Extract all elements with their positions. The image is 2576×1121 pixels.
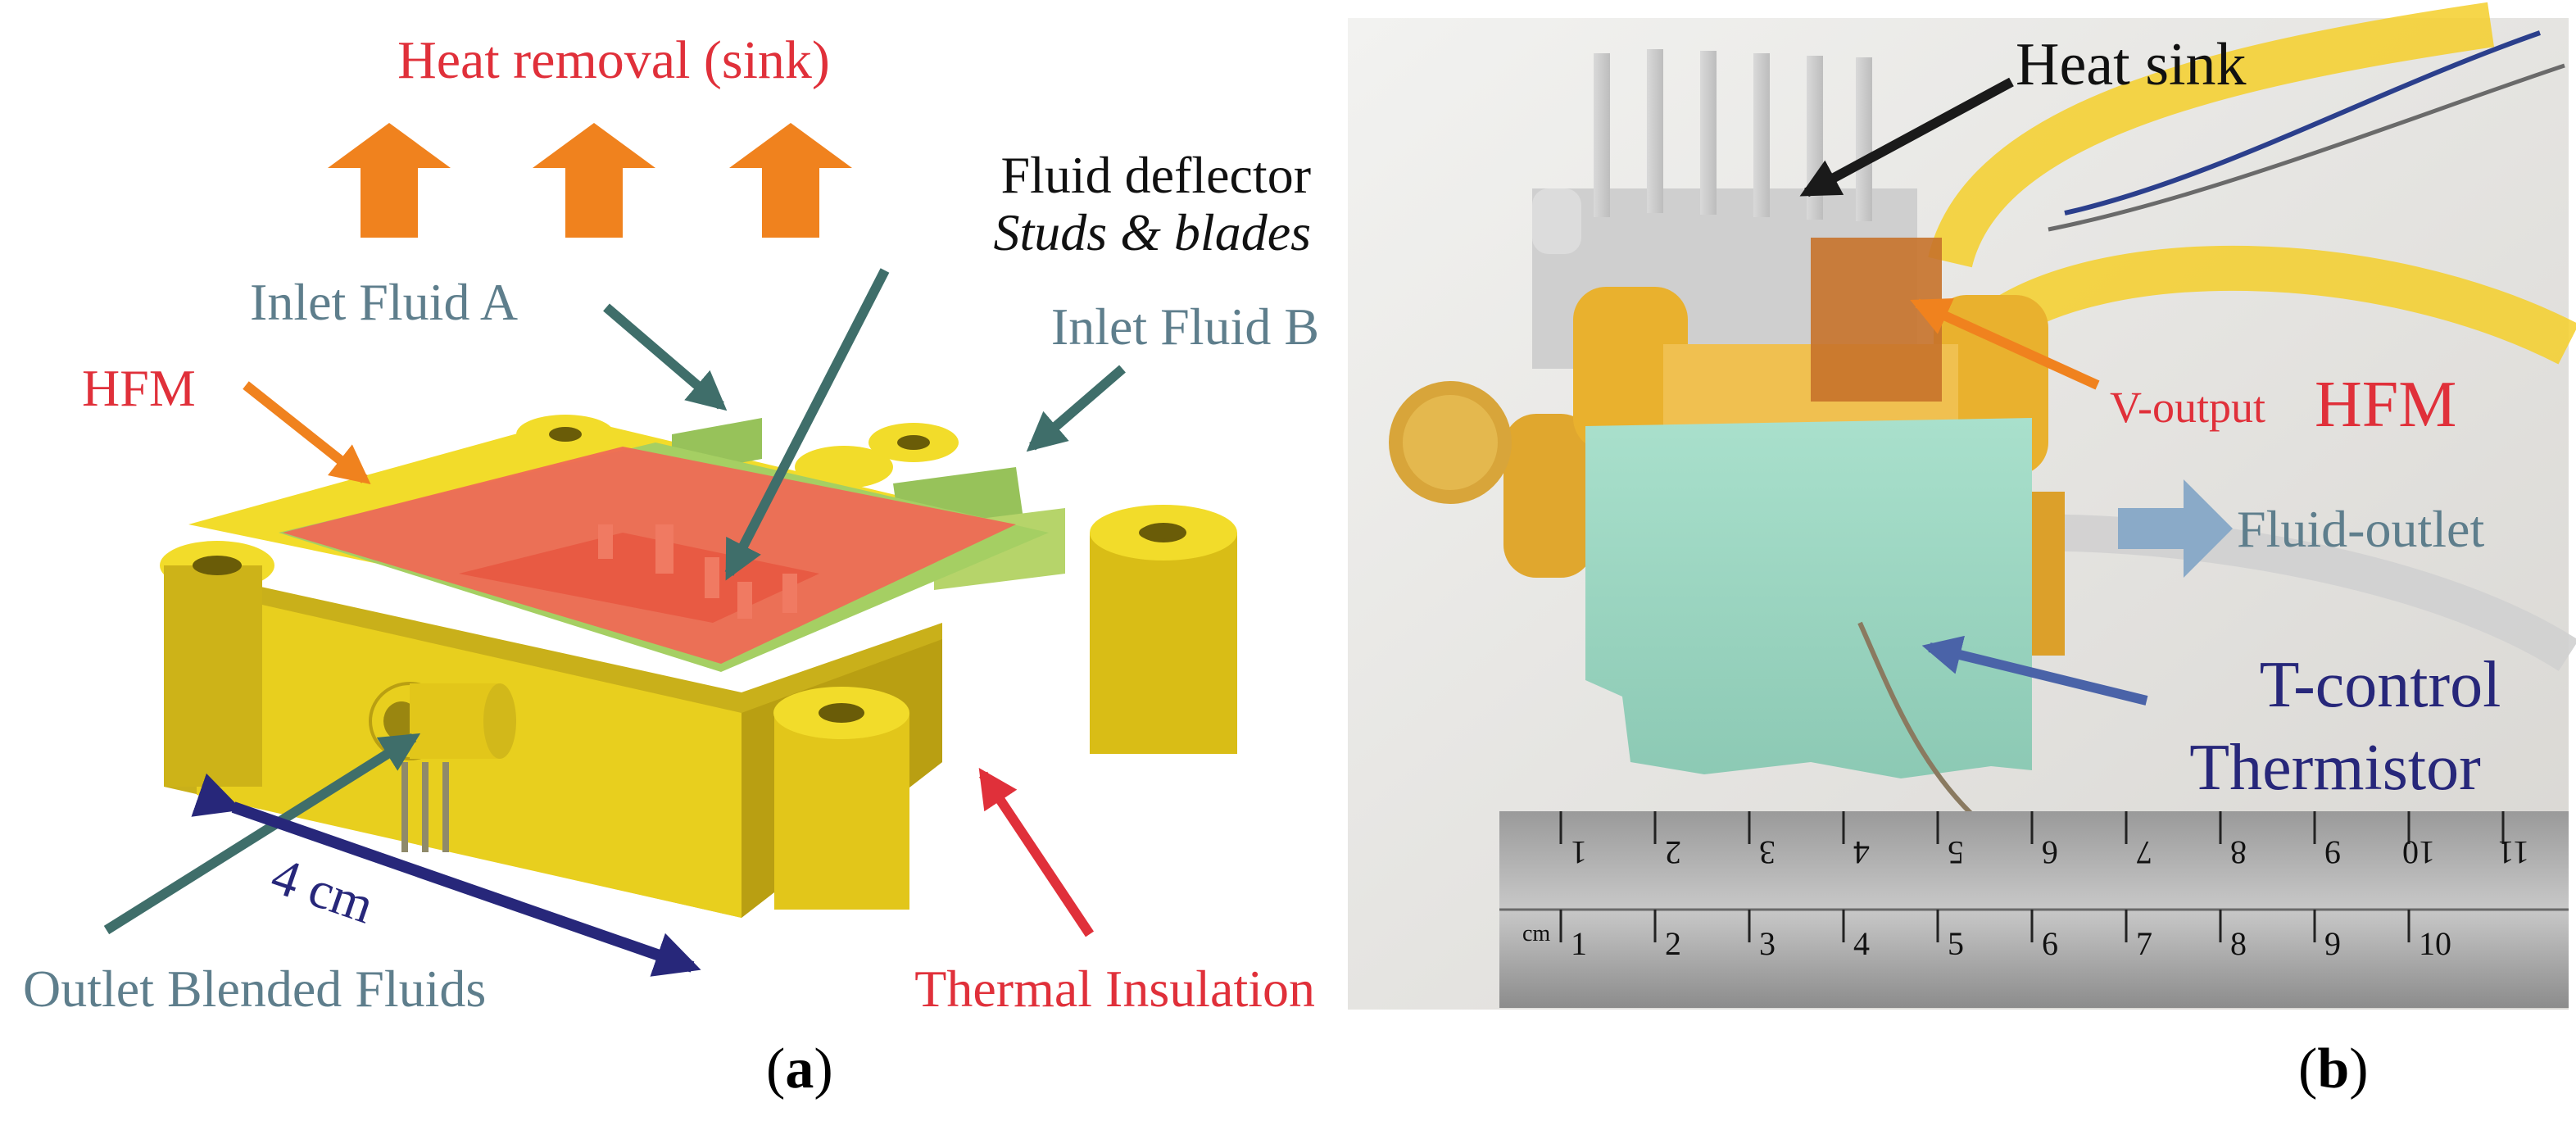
label-fluid-deflector: Fluid deflector bbox=[1000, 146, 1311, 204]
label-fluid-outlet: Fluid-outlet bbox=[2237, 500, 2484, 558]
ruler-top-label-10: 10 bbox=[2402, 834, 2435, 871]
ruler-bottom-label-8: 8 bbox=[2230, 925, 2247, 962]
label-v-output: V-output bbox=[2110, 383, 2265, 432]
label-hfm-a: HFM bbox=[82, 359, 196, 417]
label-t-control: T-control bbox=[2260, 649, 2501, 721]
panel-a: Heat removal (sink) Fluid deflector Stud… bbox=[23, 30, 1319, 1018]
tube-yellow-1 bbox=[1928, 2, 2495, 269]
ruler-bottom-label-1: 1 bbox=[1571, 925, 1587, 962]
ruler-top-label-2: 2 bbox=[1665, 834, 1681, 871]
ruler-top-label-1: 1 bbox=[1571, 834, 1587, 871]
ruler-top-label-4: 4 bbox=[1853, 834, 1870, 871]
ruler-bottom-label-6: 6 bbox=[2042, 925, 2058, 962]
ruler-top-ticks: 1 2 3 4 5 6 7 8 9 10 11 bbox=[1559, 811, 2529, 871]
tube-yellow-2 bbox=[1977, 245, 2576, 365]
heat-arrows bbox=[328, 123, 852, 238]
arrow-hfm-a bbox=[243, 381, 371, 484]
ruler-top-label-5: 5 bbox=[1948, 834, 1964, 871]
heat-arrow-1 bbox=[328, 123, 451, 238]
arrow-v-output bbox=[1910, 298, 2100, 390]
heat-arrow-3 bbox=[729, 123, 852, 238]
label-dimension: 4 cm bbox=[265, 846, 381, 934]
arrow-fluid-deflector bbox=[724, 268, 890, 581]
label-outlet-blended: Outlet Blended Fluids bbox=[23, 960, 486, 1018]
caption-b: (b) bbox=[2298, 1037, 2369, 1101]
printed-housing bbox=[1503, 238, 2065, 656]
ruler-bottom-label-7: 7 bbox=[2136, 925, 2152, 962]
ruler-top-label-3: 3 bbox=[1759, 834, 1776, 871]
label-studs-blades: Studs & blades bbox=[993, 203, 1311, 261]
label-heat-sink: Heat sink bbox=[2016, 31, 2247, 98]
foam-insulation bbox=[1585, 418, 2032, 778]
label-hfm-b: HFM bbox=[2315, 369, 2456, 441]
arrow-inlet-a bbox=[603, 303, 728, 411]
caption-a-letter: a bbox=[785, 1037, 814, 1101]
ruler-top-label-6: 6 bbox=[2042, 834, 2058, 871]
label-inlet-fluid-b: Inlet Fluid B bbox=[1051, 297, 1319, 356]
arrow-t-control bbox=[1921, 635, 2148, 706]
ruler-top-label-9: 9 bbox=[2324, 834, 2341, 871]
ruler-bottom-label-9: 9 bbox=[2324, 925, 2341, 962]
arrow-fluid-outlet bbox=[2118, 479, 2233, 578]
caption-a: (a) bbox=[766, 1037, 833, 1101]
ruler-bottom-label-5: 5 bbox=[1948, 925, 1964, 962]
label-thermistor: Thermistor bbox=[2189, 732, 2480, 804]
arrow-insulation bbox=[978, 768, 1094, 937]
ruler-bottom-ticks: 1 2 3 4 5 6 7 8 9 10 bbox=[1559, 910, 2451, 962]
ruler-bottom-label-10: 10 bbox=[2419, 925, 2451, 962]
dimension-arrow bbox=[191, 773, 701, 977]
ruler-top-label-8: 8 bbox=[2230, 834, 2247, 871]
ruler-bottom-label-4: 4 bbox=[1853, 925, 1870, 962]
ruler-bottom-label-2: 2 bbox=[1665, 925, 1681, 962]
tube-clear bbox=[2039, 514, 2576, 671]
kapton-tape bbox=[1811, 238, 1942, 402]
arrow-inlet-b bbox=[1026, 365, 1126, 452]
ruler-bottom-label-3: 3 bbox=[1759, 925, 1776, 962]
heat-arrow-2 bbox=[533, 123, 655, 238]
caption-b-letter: b bbox=[2317, 1037, 2350, 1101]
ruler-top-label-11: 11 bbox=[2497, 834, 2529, 871]
ruler-top-label-7: 7 bbox=[2136, 834, 2152, 871]
ruler-unit: cm bbox=[1522, 921, 1550, 946]
label-heat-removal: Heat removal (sink) bbox=[397, 30, 830, 90]
label-thermal-insulation: Thermal Insulation bbox=[914, 960, 1315, 1018]
arrow-heat-sink bbox=[1799, 77, 2014, 197]
label-inlet-fluid-a: Inlet Fluid A bbox=[250, 273, 518, 331]
